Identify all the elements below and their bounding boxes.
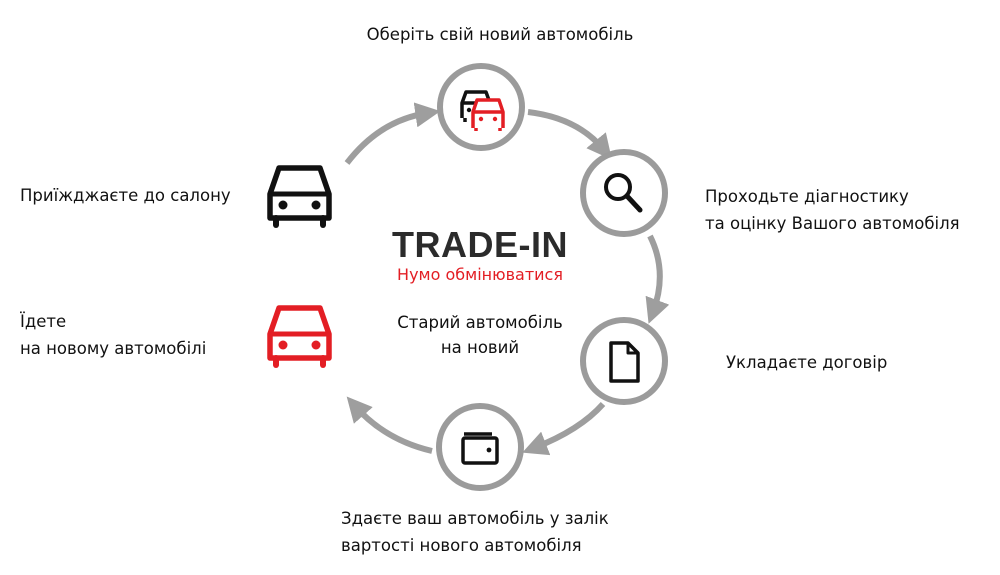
step-diagnostics-line: та оцінку Вашого автомобіля (705, 214, 960, 233)
arrow-choose-to-diagnostics (527, 109, 612, 160)
step-choose-node (437, 63, 525, 151)
arrow-salon-to-choose (344, 102, 441, 165)
step-contract-label: Укладаєте договір (726, 349, 887, 376)
step-diagnostics-line: Проходьте діагностику (705, 187, 909, 206)
center-text: Старий автомобіль на новий (330, 310, 630, 360)
arrive-salon-line: Приїжджаєте до салону (20, 186, 231, 205)
step-handover-line: Здаєте ваш автомобіль у залік (341, 509, 609, 528)
arrow-diagnostics-to-contract (645, 234, 670, 324)
document-icon (609, 341, 640, 383)
step-choose-line: Оберіть свій новий автомобіль (366, 25, 634, 44)
step-handover-label: Здаєте ваш автомобіль у залік вартості н… (341, 505, 609, 559)
drive-new-car-line: на новому автомобілі (20, 339, 207, 358)
arrow-contract-to-handover (522, 401, 606, 456)
search-icon (604, 173, 643, 213)
car-icon (267, 165, 332, 228)
cars-icon (460, 90, 505, 131)
drive-new-car-line: Їдете (20, 312, 67, 331)
step-contract-line: Укладаєте договір (726, 353, 888, 372)
step-choose-label: Оберіть свій новий автомобіль (0, 21, 1000, 48)
step-handover-node (436, 403, 524, 491)
center-text-line: Старий автомобіль (397, 313, 563, 332)
wallet-icon (461, 432, 499, 465)
step-handover-line: вартості нового автомобіля (341, 536, 582, 555)
step-diagnostics-node (580, 149, 668, 237)
car-icon (267, 305, 332, 368)
arrive-salon-label: Приїжджаєте до салону (20, 182, 231, 209)
arrow-handover-to-new-car (346, 396, 433, 454)
diagram-title: TRADE-IN (392, 224, 568, 265)
step-contract-node (580, 317, 668, 405)
diagram-subtitle: Нумо обмінюватися (397, 265, 563, 284)
drive-new-car-label: Їдете на новому автомобілі (20, 308, 206, 362)
center-text-line: на новий (440, 338, 520, 357)
step-diagnostics-label: Проходьте діагностику та оцінку Вашого а… (705, 183, 960, 237)
